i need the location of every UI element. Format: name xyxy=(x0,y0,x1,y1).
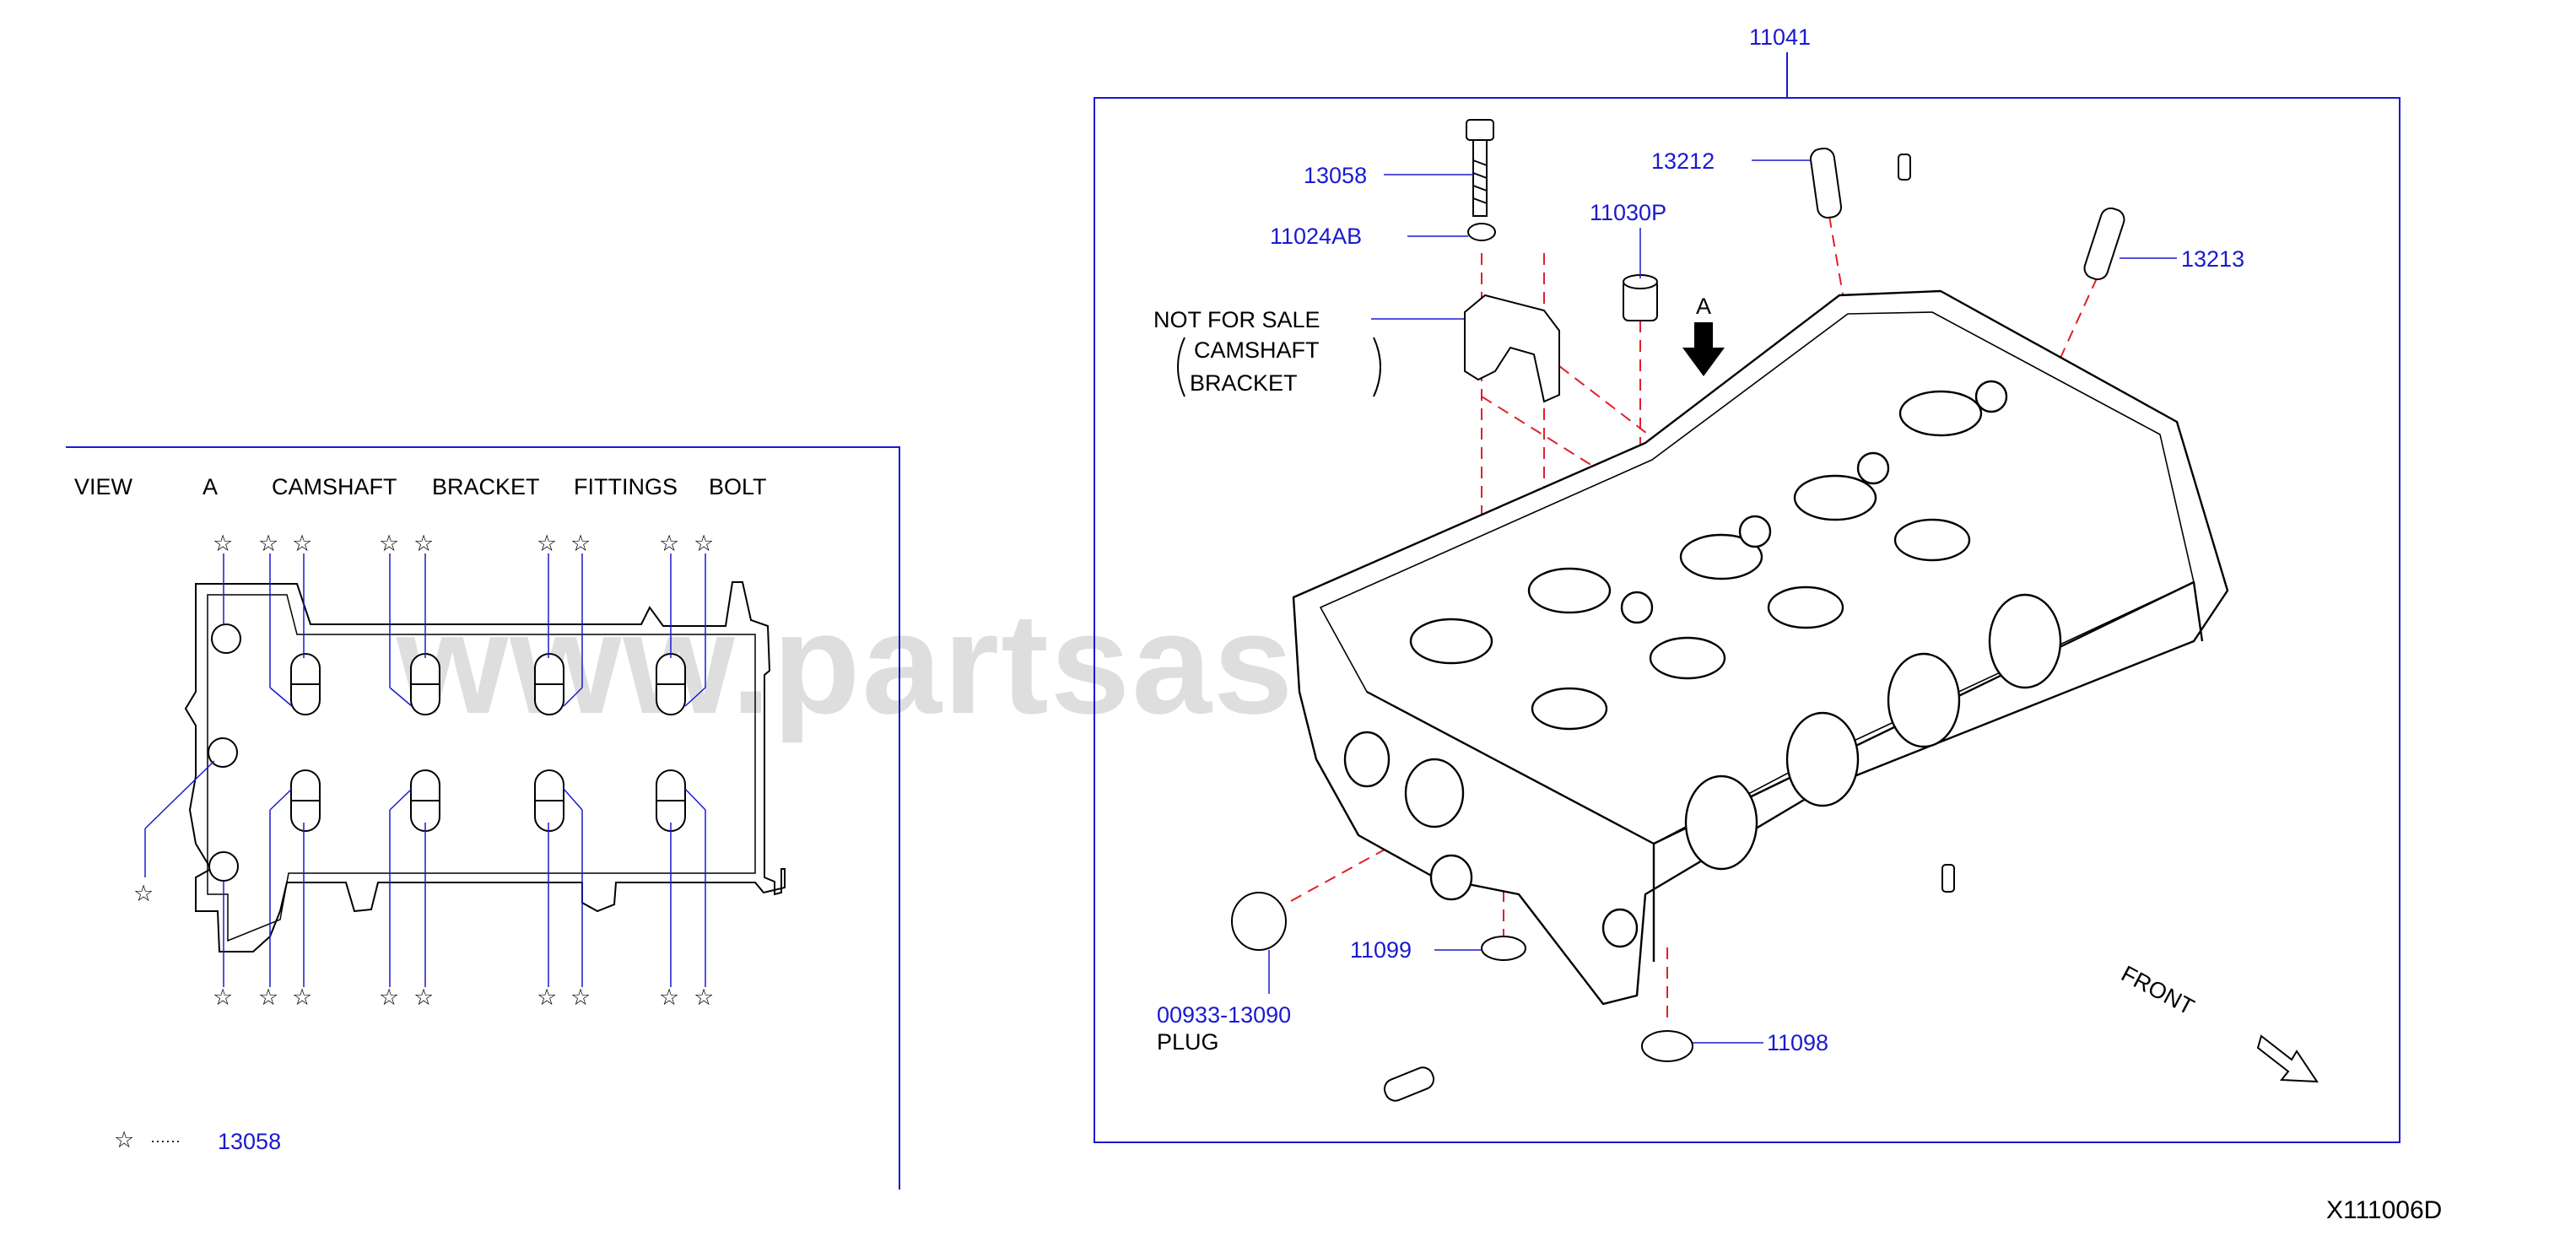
bolt-hole-left-top xyxy=(211,623,241,654)
note-line-2: CAMSHAFT xyxy=(1194,337,1320,363)
dowel-pin-top xyxy=(1898,154,1911,181)
camshaft-bracket xyxy=(1464,294,1560,403)
not-for-sale-note: NOT FOR SALE CAMSHAFT BRACKET xyxy=(1153,307,1464,397)
star-bottom-3: ☆ xyxy=(292,985,312,1010)
star-top-7: ☆ xyxy=(570,531,591,556)
legend-star: ☆ xyxy=(114,1127,134,1152)
star-bottom-8: ☆ xyxy=(659,985,679,1010)
assembly-number: 11041 xyxy=(1749,24,1811,50)
bracket-bolts xyxy=(290,653,686,832)
star-bottom-4: ☆ xyxy=(379,985,399,1010)
view-letter: A xyxy=(203,474,218,499)
star-bottom-1: ☆ xyxy=(213,985,233,1010)
front-indicator: FRONT xyxy=(2117,961,2319,1083)
seal-11099 xyxy=(1481,936,1526,961)
star-bottom-7: ☆ xyxy=(570,985,591,1010)
callout-00933-13090: 00933-13090 xyxy=(1157,1002,1291,1028)
star-top-1: ☆ xyxy=(213,531,233,556)
bolt-13058 xyxy=(1466,119,1494,217)
star-top-6: ☆ xyxy=(537,531,557,556)
cylinder-head-top-view xyxy=(184,581,786,952)
valve-guide-13213 xyxy=(2083,207,2125,281)
star-top-5: ☆ xyxy=(413,531,434,556)
view-panel-frame xyxy=(66,446,900,1190)
star-top-4: ☆ xyxy=(379,531,399,556)
heading-fittings: FITTINGS xyxy=(574,474,678,499)
star-bottom-6: ☆ xyxy=(537,985,557,1010)
heading-camshaft: CAMSHAFT xyxy=(272,474,397,499)
view-heading: VIEW A CAMSHAFT BRACKET FITTINGS BOLT xyxy=(74,474,767,499)
callout-13212: 13212 xyxy=(1651,148,1715,174)
view-word: VIEW xyxy=(74,474,133,499)
star-legend: ☆ ······ 13058 xyxy=(114,1127,281,1154)
view-a-panel: VIEW A CAMSHAFT BRACKET FITTINGS BOLT xyxy=(66,446,900,1190)
callout-11098: 11098 xyxy=(1767,1030,1828,1055)
callout-leaders xyxy=(1268,159,2177,1044)
star-top-2: ☆ xyxy=(258,531,278,556)
front-arrow-icon xyxy=(2256,1034,2319,1083)
bolt-hole-left-middle xyxy=(208,737,238,768)
callout-plug-desc: PLUG xyxy=(1157,1029,1219,1055)
main-panel: 11041 xyxy=(1094,24,2400,1143)
bolt-hole-left-bottom xyxy=(208,851,239,882)
callout-11099: 11099 xyxy=(1350,937,1412,963)
star-top-9: ☆ xyxy=(694,531,714,556)
legend-dots: ······ xyxy=(150,1132,181,1149)
part-callouts: 13058 11024AB 11030P 13212 13213 11099 0… xyxy=(1157,148,2244,1055)
star-bottom-5: ☆ xyxy=(413,985,434,1010)
star-left: ☆ xyxy=(133,881,154,906)
dowel-pin-side xyxy=(1941,864,1955,893)
cylinder-head-body xyxy=(1292,289,2229,1006)
callout-11024ab: 11024AB xyxy=(1270,224,1362,249)
view-leaders xyxy=(144,553,706,987)
heading-bolt: BOLT xyxy=(709,474,767,499)
assembly-frame xyxy=(1094,97,2400,1143)
plug-00933-13090 xyxy=(1231,892,1287,951)
legend-part-number: 13058 xyxy=(218,1129,281,1154)
callout-13213: 13213 xyxy=(2181,246,2244,272)
star-top-8: ☆ xyxy=(659,531,679,556)
star-bottom-2: ☆ xyxy=(258,985,278,1010)
star-bottom-9: ☆ xyxy=(694,985,714,1010)
valve-guide-13212 xyxy=(1809,148,1843,219)
note-line-3: BRACKET xyxy=(1190,370,1298,396)
callout-11030p: 11030P xyxy=(1590,200,1666,225)
seal-11098 xyxy=(1641,1030,1693,1062)
note-line-1: NOT FOR SALE xyxy=(1153,307,1320,332)
star-top-3: ☆ xyxy=(292,531,312,556)
view-a-marker: A xyxy=(1696,294,1711,319)
star-markers: ☆ ☆ ☆ ☆ ☆ ☆ ☆ ☆ ☆ ☆ ☆ ☆ ☆ ☆ ☆ ☆ ☆ ☆ ☆ xyxy=(133,531,714,1010)
front-label: FRONT xyxy=(2117,961,2198,1020)
valve-lifter-11030p xyxy=(1623,274,1658,321)
callout-13058: 13058 xyxy=(1304,163,1367,188)
heading-bracket: BRACKET xyxy=(432,474,540,499)
washer-11024ab xyxy=(1467,223,1496,241)
view-a-arrow-icon: A xyxy=(1682,294,1725,376)
diagram-code: X111006D xyxy=(2326,1196,2442,1224)
head-inner-outline xyxy=(207,594,756,942)
dowel-pin-bottom xyxy=(1383,1066,1435,1102)
